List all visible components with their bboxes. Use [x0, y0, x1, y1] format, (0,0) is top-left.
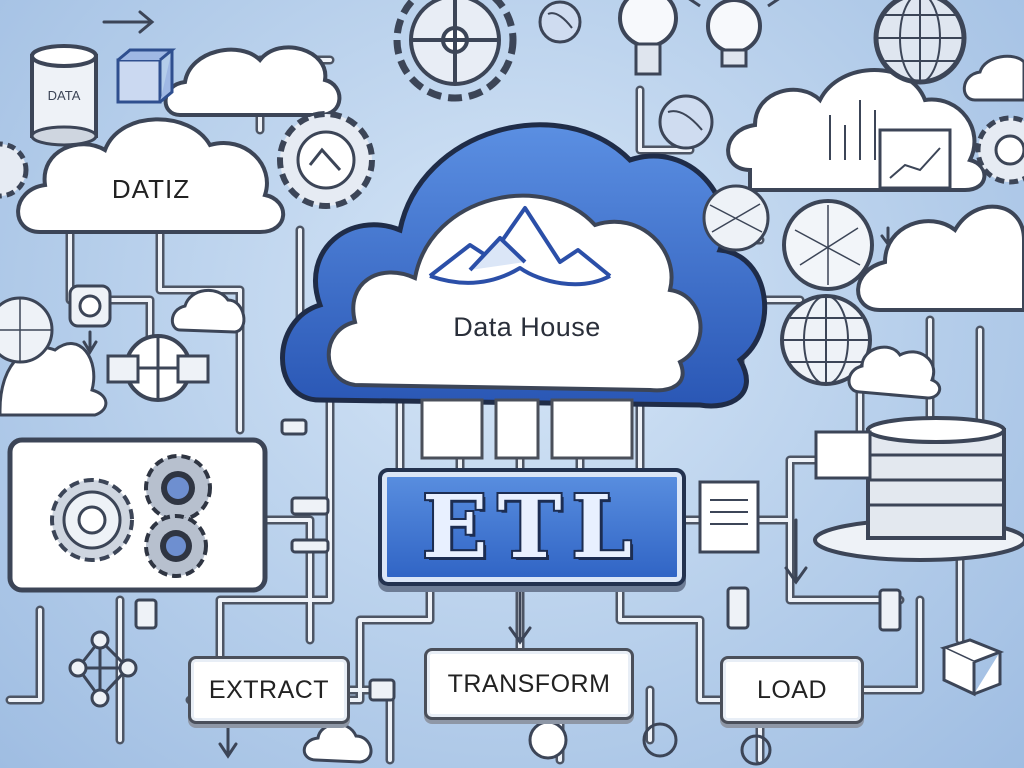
gear-icon [50, 478, 134, 562]
canister-text: DATA [48, 88, 81, 103]
globe-icon [782, 199, 874, 291]
gear-icon [0, 141, 29, 199]
main-cloud-icon [280, 122, 768, 460]
globe-icon [702, 184, 770, 252]
gears-panel [7, 437, 268, 593]
gear-icon [144, 514, 208, 578]
arrow-icon [82, 10, 896, 759]
server-icon [698, 430, 872, 554]
globe-icon [658, 94, 714, 150]
valve-icon [106, 334, 210, 402]
cloud-outlet-icon [420, 398, 634, 460]
globe-icon [780, 294, 872, 386]
cube-icon [116, 48, 177, 104]
globe-icon [538, 0, 582, 44]
globe-icon [0, 296, 54, 364]
transform-label: TRANSFORM [424, 648, 634, 720]
hydrant-icon [68, 284, 112, 328]
lightbulb-icon [618, 0, 678, 76]
mountain-logo-icon [428, 206, 612, 287]
extract-label: EXTRACT [188, 656, 350, 724]
etl-block: ETL [378, 468, 686, 586]
gear-icon [277, 111, 375, 209]
globe-icon [873, 0, 967, 85]
lightbulb-icon [688, 0, 780, 68]
database-canister-icon: DATA [30, 44, 98, 147]
network-icon [68, 630, 138, 708]
left-cloud-icon [16, 117, 286, 234]
load-label: LOAD [720, 656, 864, 724]
etl-label: ETL [421, 476, 642, 578]
box-icon [939, 638, 1005, 697]
gear-icon [393, 0, 517, 102]
gear-icon [975, 115, 1024, 185]
small-cloud-icon [302, 345, 942, 764]
pipe-fitting-icon [134, 418, 902, 766]
left-cloud-label: DATIZ [111, 174, 191, 204]
database-icon [813, 416, 1024, 562]
gear-icon [144, 454, 212, 522]
chart-icon [829, 100, 952, 190]
main-cloud-label: Data House [453, 312, 601, 342]
